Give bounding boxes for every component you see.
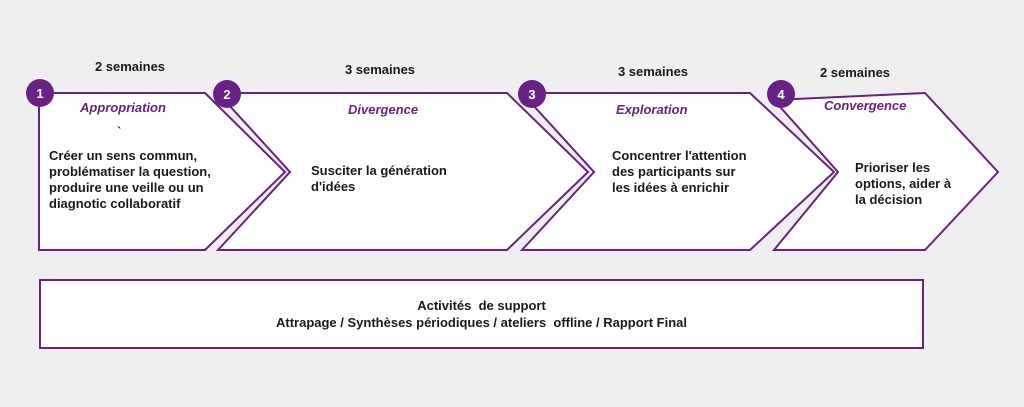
phase-2-duration: 3 semaines [344, 62, 416, 77]
phase-3-badge: 3 [518, 80, 546, 108]
phase-1-description: Créer un sens commun, problématiser la q… [49, 148, 211, 211]
phase-2-badge: 2 [213, 80, 241, 108]
support-items: Attrapage / Synthèses périodiques / atel… [275, 315, 688, 330]
phase-3-title: Exploration [616, 102, 688, 117]
chevron-4 [771, 91, 1000, 251]
phase-1-duration: 2 semaines [94, 59, 166, 74]
chevron-3 [519, 92, 836, 251]
phase-4-description: Prioriser les options, aider à la décisi… [855, 160, 952, 207]
phase-2-title: Divergence [348, 102, 419, 117]
phase-1-title: Appropriation [80, 100, 166, 115]
phase-2-description: Susciter la génération d'idées [311, 163, 447, 194]
phase-3-description: Concentrer l'attention des participants … [612, 148, 747, 195]
chevron-2 [215, 92, 590, 251]
phase-1-badge: 1 [26, 79, 54, 107]
phase-4-duration: 2 semaines [819, 65, 891, 80]
phase-1-mark: ` [117, 124, 122, 139]
phase-4-badge: 4 [767, 80, 795, 108]
support-activities-box: Activités de support Attrapage / Synthès… [39, 279, 924, 349]
support-title: Activités de support [417, 298, 546, 313]
chevron-1 [38, 92, 287, 251]
phase-3-duration: 3 semaines [617, 64, 689, 79]
phase-4-title: Convergence [824, 98, 907, 113]
